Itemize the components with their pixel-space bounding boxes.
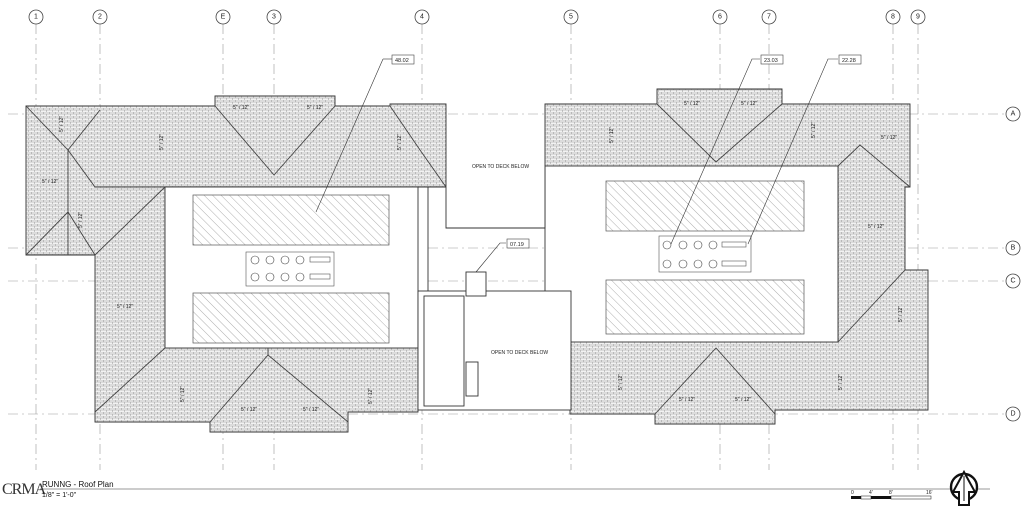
scale-label: 16': [926, 490, 933, 496]
grid-bubble-B: B: [1005, 240, 1021, 256]
grid-label: 8: [891, 14, 895, 21]
slope-label: 5" / 12": [159, 134, 165, 150]
grid-bubble-6: 6: [712, 9, 728, 25]
north-arrow-icon: [949, 469, 979, 506]
grid-bubble-1: 1: [28, 9, 44, 25]
slope-label: 5" / 12": [303, 407, 319, 413]
grid-bubble-2: 2: [92, 9, 108, 25]
slope-label: 5" / 12": [684, 101, 700, 107]
slope-label: 5" / 12": [397, 134, 403, 150]
grid-label: 6: [718, 14, 722, 21]
grid-bubble-E: E: [215, 9, 231, 25]
slope-label: 5" / 12": [241, 407, 257, 413]
grid-column-bubbles: 1 2 E 3 4 5 6 7 8 9: [28, 9, 926, 25]
grid-label: 4: [420, 14, 424, 21]
center-connector: [417, 166, 572, 411]
grid-label: A: [1011, 111, 1016, 118]
grid-label: 9: [916, 14, 920, 21]
callout-left-planter: 48.02: [315, 54, 415, 213]
grid-bubble-C: C: [1005, 273, 1021, 289]
slope-label: 5" / 12": [78, 212, 84, 228]
grid-bubble-8: 8: [885, 9, 901, 25]
open-to-deck-label-upper: OPEN TO DECK BELOW: [472, 164, 529, 170]
callout-tag-text: 22.28: [842, 58, 856, 64]
grid-label: B: [1011, 245, 1016, 252]
vent-box: [465, 361, 479, 397]
slope-label: 5" / 12": [679, 397, 695, 403]
connector-walkway: [445, 166, 546, 229]
planter-left-bottom: [192, 292, 390, 344]
grid-label: 7: [767, 14, 771, 21]
left-roof: [25, 95, 447, 433]
planter-right-bottom: [605, 279, 805, 335]
slope-label: 5" / 12": [741, 101, 757, 107]
slope-label: 5" / 12": [811, 122, 817, 138]
slope-label: 5" / 12": [838, 374, 844, 390]
slope-label: 5" / 12": [368, 388, 374, 404]
grid-label: 3: [272, 14, 276, 21]
grid-label: E: [221, 14, 226, 21]
grid-bubble-5: 5: [563, 9, 579, 25]
slope-label: 5" / 12": [233, 105, 249, 111]
slope-label: 5" / 12": [868, 224, 884, 230]
callout-center-hatch: 07.19: [475, 238, 530, 273]
view-scale: 1/8" = 1'-0": [42, 492, 77, 499]
callout-tag-text: 48.02: [395, 58, 409, 64]
slope-label: 5" / 12": [180, 386, 186, 402]
slope-label: 5" / 12": [618, 374, 624, 390]
grid-bubble-D: D: [1005, 406, 1021, 422]
slope-label: 5" / 12": [307, 105, 323, 111]
grid-label: 2: [98, 14, 102, 21]
grid-row-bubbles: A B C D: [1005, 106, 1021, 422]
planters: [192, 180, 805, 344]
slope-label: 5" / 12": [735, 397, 751, 403]
stair-hatch: [423, 295, 465, 407]
callout-tag-text: 07.19: [510, 242, 524, 248]
grid-bubble-3: 3: [266, 9, 282, 25]
grid-label: 1: [34, 14, 38, 21]
slope-label: 5" / 12": [898, 306, 904, 322]
grid-bubble-7: 7: [761, 9, 777, 25]
callout-tag-text: 23.03: [764, 58, 778, 64]
slope-label: 5" / 12": [42, 179, 58, 185]
scale-label: 0: [851, 490, 854, 496]
open-to-deck-label-lower: OPEN TO DECK BELOW: [491, 350, 548, 356]
firm-logo: CRMA: [2, 481, 47, 498]
planter-left-top: [192, 194, 390, 246]
callout-right-unit-b: 22.28: [747, 54, 862, 245]
graphic-scale-bar: 0 4' 8' 16': [851, 490, 933, 500]
scale-label: 4': [869, 490, 873, 496]
grid-bubble-9: 9: [910, 9, 926, 25]
grid-bubble-A: A: [1005, 106, 1021, 122]
view-title-block: CRMA RUNNG - Roof Plan 1/8" = 1'-0": [2, 480, 990, 499]
roof-hatch: [465, 271, 487, 297]
grid-label: C: [1010, 278, 1015, 285]
rooftop-units-left: [245, 251, 335, 287]
slope-label: 5" / 12": [881, 135, 897, 141]
rooftop-units-right: [658, 235, 752, 273]
slope-label: 5" / 12": [609, 127, 615, 143]
callout-right-unit-a: 23.03: [670, 54, 784, 245]
slope-annotations: 5" / 12" 5" / 12" 5" / 12" 5" / 12" 5" /…: [42, 101, 904, 413]
slope-label: 5" / 12": [59, 116, 65, 132]
grid-label: 5: [569, 14, 573, 21]
slope-label: 5" / 12": [117, 304, 133, 310]
view-name: RUNNG - Roof Plan: [42, 480, 114, 489]
planter-right-top: [605, 180, 805, 232]
grid-bubble-4: 4: [414, 9, 430, 25]
grid-label: D: [1010, 411, 1015, 418]
scale-label: 8': [889, 490, 893, 496]
